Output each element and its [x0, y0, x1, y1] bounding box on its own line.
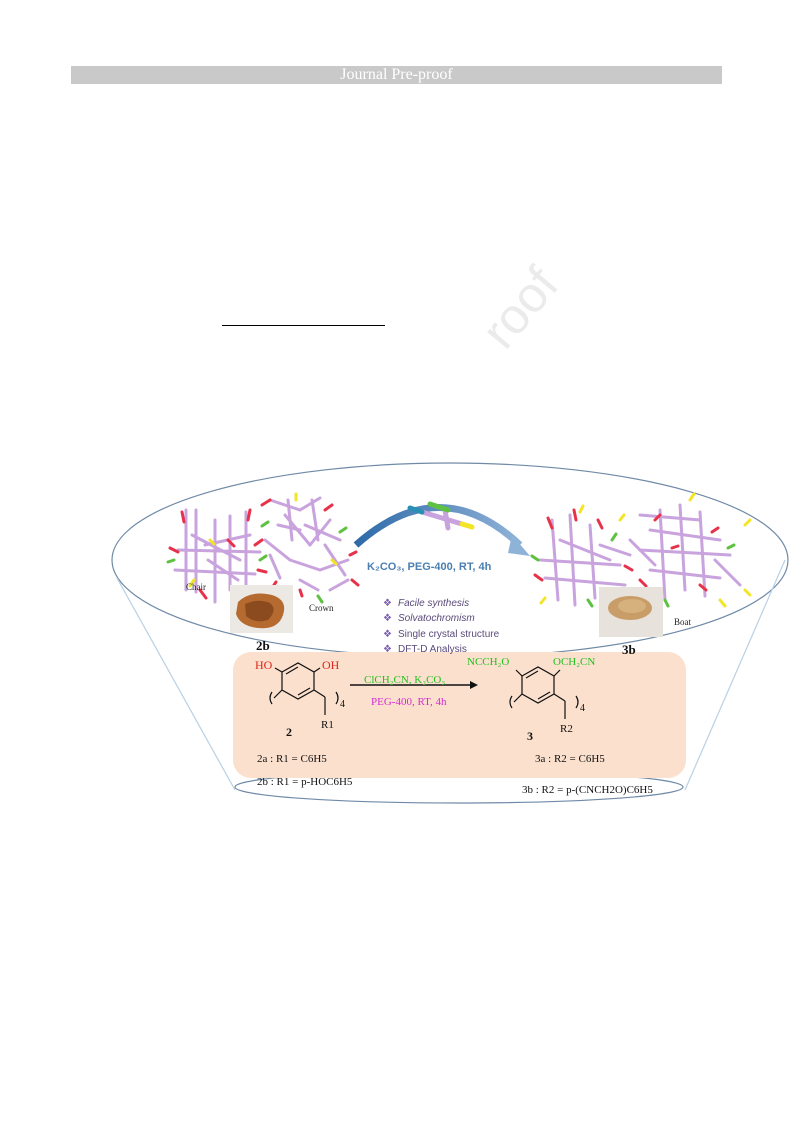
label-3b: 3b [622, 642, 636, 657]
arc-conditions: K₂CO₃, PEG-400, RT, 4h [367, 561, 492, 573]
o-left-substituent: NCCH₂O [467, 656, 509, 668]
reaction-arrowhead [470, 681, 478, 689]
reagent-stick-icon [407, 501, 475, 531]
feature-item: Single crystal structure [398, 629, 500, 640]
feature-item: DFT-D Analysis [398, 644, 467, 655]
structure-3 [509, 666, 579, 719]
r1-label: R1 [321, 719, 334, 731]
chair-molecule [166, 508, 268, 608]
label-crown: Crown [309, 603, 334, 613]
photo-3b [599, 587, 663, 637]
oh-right: OH [322, 658, 340, 672]
photo-2b [230, 585, 293, 633]
feature-bullet-icon: ❖ [383, 629, 392, 640]
r2-label: R2 [560, 723, 573, 735]
text-underline [222, 325, 385, 326]
feature-bullet-icon: ❖ [383, 613, 392, 624]
reaction-arc-arrow [353, 504, 530, 556]
ho-left: HO [255, 658, 273, 672]
reagent-bottom: PEG-400, RT, 4h [371, 696, 447, 708]
definition-2a: 2a : R1 = C6H5 [257, 753, 327, 765]
structure-2 [269, 662, 339, 715]
compound-number-3: 3 [527, 729, 533, 743]
feature-bullet-icon: ❖ [383, 598, 392, 609]
label-boat: Boat [674, 617, 691, 627]
feature-bullet-icon: ❖ [383, 644, 392, 655]
subscript-4-left: 4 [340, 699, 345, 710]
label-2b: 2b [256, 638, 270, 653]
scheme-panel [233, 652, 686, 778]
o-right-substituent: OCH₂CN [553, 656, 595, 668]
feature-item: Facile synthesis [398, 598, 469, 609]
reagent-top: ClCH₂CN, K₂CO₃ [364, 674, 445, 686]
definition-2b: 2b : R1 = p-HOC6H5 [257, 776, 353, 788]
boat-molecule [530, 492, 752, 608]
label-chair: Chair [186, 582, 206, 592]
definition-3b: 3b : R2 = p-(CNCH2O)C6H5 [522, 784, 653, 796]
journal-preproof-banner: Journal Pre-proof [71, 66, 722, 84]
compound-number-2: 2 [286, 725, 292, 739]
definition-3a: 3a : R2 = C6H5 [535, 753, 605, 765]
features-list: ❖ Facile synthesis ❖ Solvatochromism ❖ S… [383, 598, 500, 655]
subscript-4-right: 4 [580, 703, 585, 714]
feature-item: Solvatochromism [398, 613, 475, 624]
